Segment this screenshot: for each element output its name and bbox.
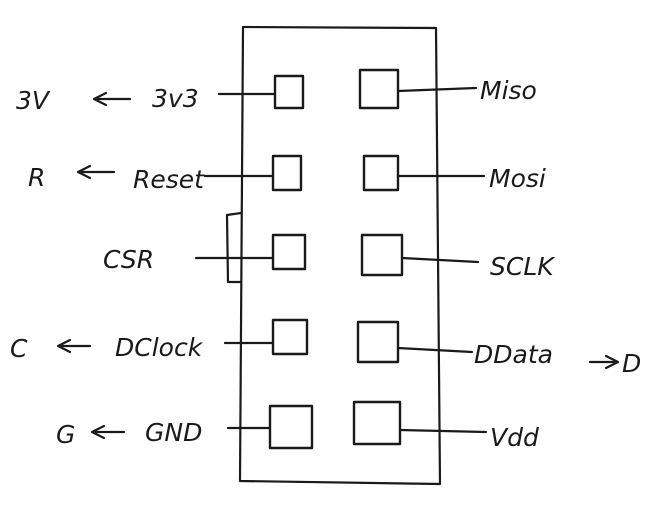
right-pin-4: DData D [356, 320, 641, 378]
pin-label: 3v3 [152, 84, 199, 113]
arrow-head [76, 164, 92, 180]
arrow-head [604, 354, 620, 370]
pin-lead [400, 256, 480, 264]
right-pin-1: Miso [358, 68, 537, 110]
pin-lead [398, 428, 488, 434]
right-pin-5: Vdd [352, 400, 539, 452]
pin-label: DClock [115, 333, 204, 362]
pin-pad [360, 233, 404, 277]
left-pin-5: GND G [56, 404, 314, 450]
pin-target: R [28, 163, 45, 192]
pin-pad [271, 318, 309, 356]
left-pin-4: DClock C [10, 318, 309, 363]
pin-pad [268, 404, 314, 450]
pin-pad [352, 400, 402, 446]
left-pin-1: 3v3 3V [16, 74, 305, 115]
pin-label: Mosi [489, 164, 546, 193]
pin-pad [362, 154, 400, 192]
pin-pad [271, 154, 303, 192]
pin-target: D [622, 349, 641, 378]
pin-pad [273, 74, 305, 110]
left-pin-2: Reset R [28, 154, 303, 194]
pin-label: DData [474, 340, 553, 369]
right-pin-3: SCLK [360, 233, 556, 281]
pin-label: GND [145, 418, 202, 447]
pin-lead [396, 346, 474, 354]
pin-label: CSR [103, 245, 154, 274]
connector-key [225, 211, 243, 284]
pin-label: SCLK [490, 252, 556, 281]
left-pin-3: CSR [103, 233, 307, 274]
pin-target: G [56, 420, 75, 449]
pin-target: 3V [16, 86, 51, 115]
pin-pad [356, 320, 400, 364]
right-pin-2: Mosi [362, 154, 546, 193]
pin-pad [358, 68, 400, 110]
pin-label: Vdd [490, 423, 539, 452]
pin-pad [271, 233, 307, 271]
arrow-head [92, 91, 108, 107]
connector-body [238, 25, 442, 486]
pin-label: Miso [480, 76, 537, 105]
pin-label: Reset [133, 165, 205, 194]
arrow-head [56, 338, 72, 354]
pin-lead [396, 86, 478, 93]
pin-target: C [10, 334, 28, 363]
arrow-head [90, 424, 106, 440]
